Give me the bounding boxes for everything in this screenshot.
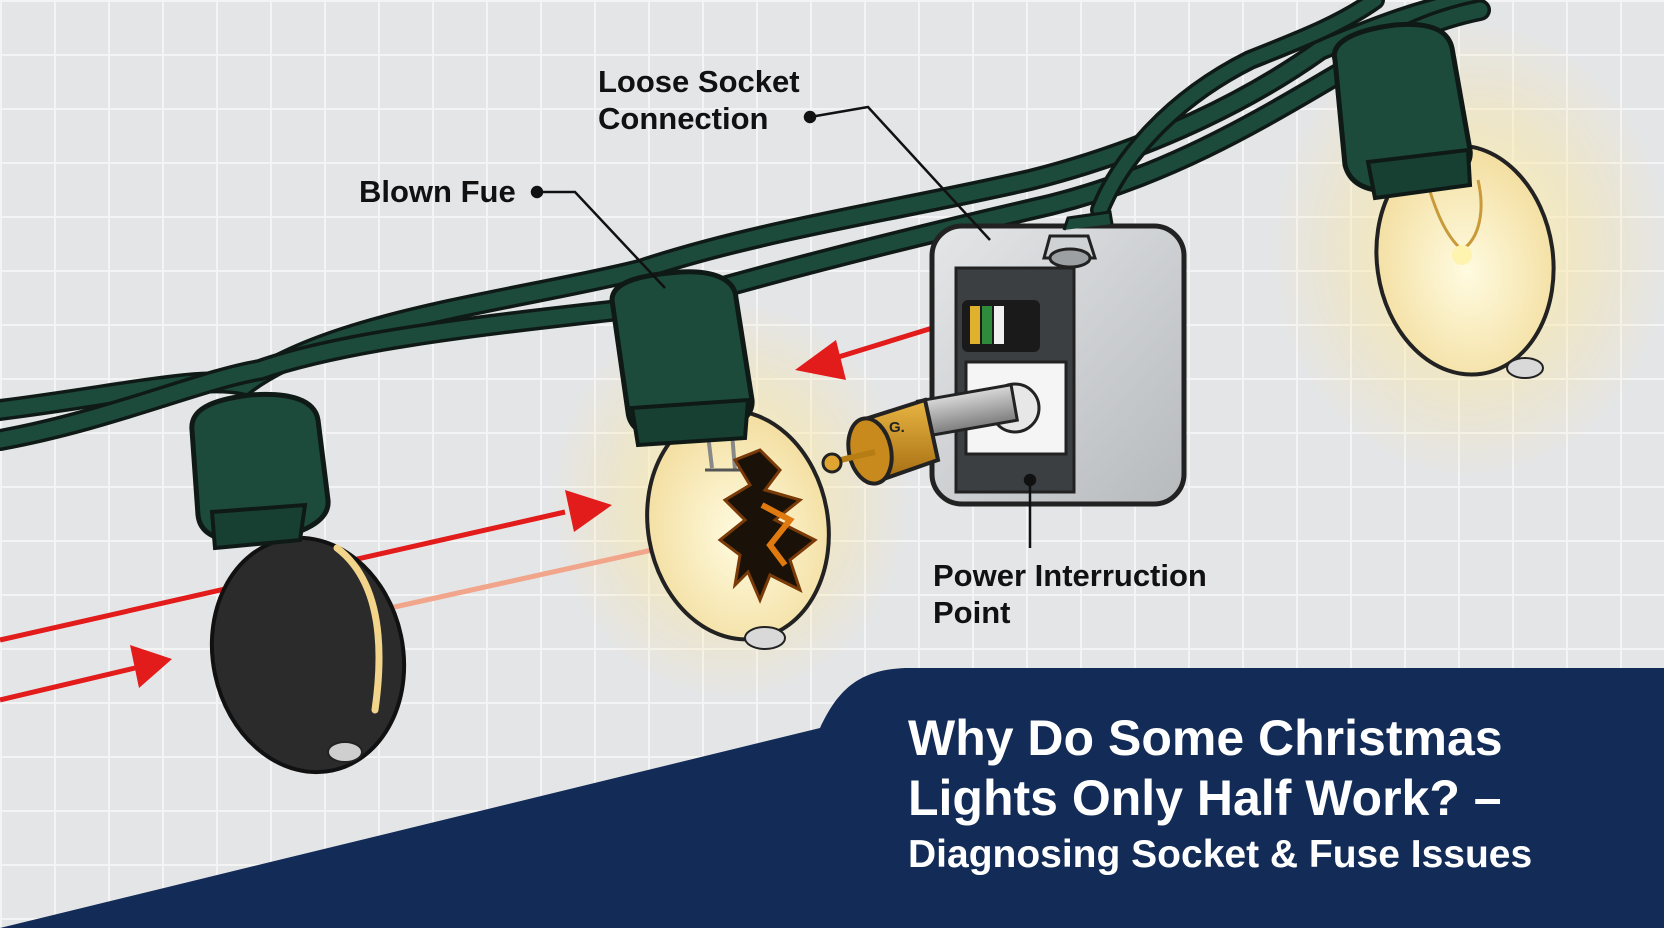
broken-bulb [645, 407, 831, 650]
wire-strands [0, 0, 1491, 451]
title-line-2: Lights Only Half Work? – [908, 770, 1502, 826]
callout-power-interruption-line2: Point [933, 595, 1011, 630]
callout-leaders [530, 105, 1037, 548]
junction-box [929, 210, 1187, 507]
title-line-1: Why Do Some Christmas [908, 710, 1503, 766]
lit-bulb-socket [1331, 21, 1473, 201]
fuse-cap-text: G. [889, 419, 905, 436]
page-title: Why Do Some Christmas Lights Only Half W… [908, 708, 1648, 882]
broken-bulb-socket [609, 269, 755, 448]
title-line-3: Diagnosing Socket & Fuse Issues [908, 833, 1533, 876]
shattered-glass-hole [717, 448, 818, 604]
callout-loose-socket-line2: Connection [598, 101, 769, 136]
callout-loose-socket: Loose Socket Connection [598, 63, 800, 137]
dead-bulb [209, 535, 407, 775]
callout-power-interruption-line1: Power Interruction [933, 558, 1207, 593]
dead-bulb-socket [189, 391, 331, 551]
current-flow-arrows [0, 319, 953, 703]
fuse-plug: G. [821, 382, 1020, 486]
callout-loose-socket-line1: Loose Socket [598, 64, 800, 99]
callout-power-interruption: Power Interruction Point [933, 557, 1207, 631]
callout-blown-fuse: Blown Fue [359, 174, 516, 209]
title-panel [0, 668, 1664, 928]
